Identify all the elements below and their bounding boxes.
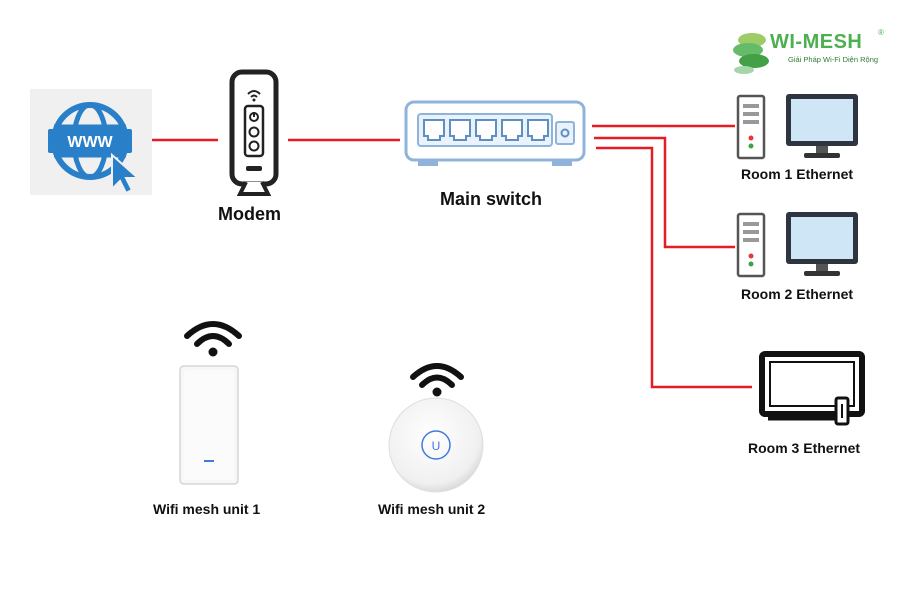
www-text: WWW: [67, 134, 113, 151]
tv-monitor-icon: [759, 351, 865, 426]
modem-icon: [229, 69, 279, 196]
globe-cursor-icon: WWW: [48, 102, 141, 195]
network-switch-icon: [404, 100, 586, 166]
brand-registered: ®: [878, 28, 884, 37]
wifi-signal-icon: [410, 363, 464, 397]
mesh1-label: Wifi mesh unit 1: [153, 501, 261, 517]
mesh2-label: Wifi mesh unit 2: [378, 501, 486, 517]
main-switch-label: Main switch: [440, 189, 543, 209]
wall-access-point-icon: [179, 365, 239, 485]
room2-label: Room 2 Ethernet: [741, 286, 854, 302]
link-switch-room2: [594, 136, 735, 249]
ceiling-access-point-icon: U: [388, 397, 484, 493]
link-switch-room3: [596, 146, 752, 389]
brand-logo: WI-MESH ® Giải Pháp Wi-Fi Diện Rộng: [730, 28, 890, 78]
brand-name: WI-MESH: [770, 31, 863, 53]
room3-label: Room 3 Ethernet: [748, 440, 861, 456]
svg-text:U: U: [432, 439, 441, 453]
brand-tagline: Giải Pháp Wi-Fi Diện Rộng: [788, 55, 879, 64]
wifi-signal-icon: [184, 321, 242, 357]
desktop-computer-icon: [736, 212, 858, 278]
room1-label: Room 1 Ethernet: [741, 166, 854, 182]
modem-label: Modem: [218, 204, 281, 224]
desktop-computer-icon: [736, 94, 858, 160]
internet-node: WWW: [30, 89, 152, 195]
logo-leaves-icon: [733, 33, 769, 74]
